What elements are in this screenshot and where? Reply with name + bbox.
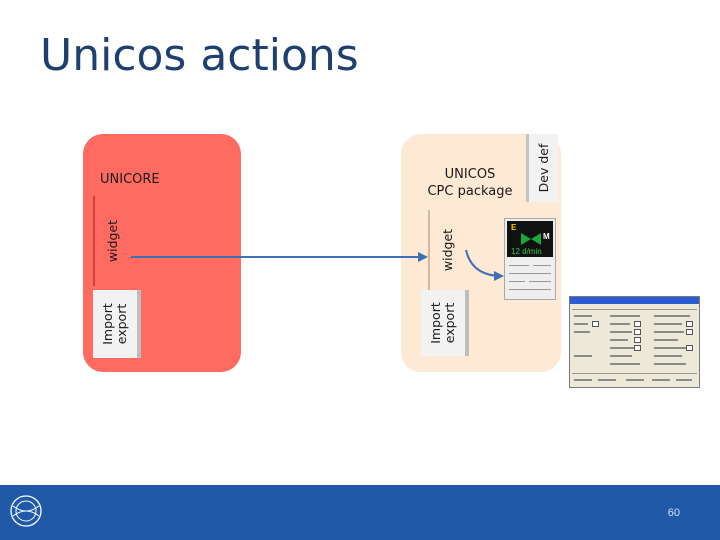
widget-letter-e: E bbox=[511, 223, 517, 232]
widget-screenshot: E M 12 d/min bbox=[504, 218, 556, 300]
widget-display: E M 12 d/min bbox=[507, 221, 553, 257]
cpc-import-export-tab: Import export bbox=[421, 290, 469, 356]
cpc-widget-tab: widget bbox=[428, 210, 466, 290]
dev-def-tab: Dev def bbox=[526, 134, 558, 202]
unicore-import-export-tab: Import export bbox=[93, 290, 141, 358]
faceplate-screenshot bbox=[569, 296, 700, 388]
slide-title: Unicos actions bbox=[40, 30, 359, 81]
footer-bar bbox=[0, 485, 720, 540]
valve-icon bbox=[521, 233, 541, 245]
unicore-label: UNICORE bbox=[100, 172, 160, 187]
cpc-label-line2: CPC package bbox=[427, 184, 513, 199]
faceplate-titlebar bbox=[570, 297, 699, 304]
widget-letter-m: M bbox=[543, 232, 550, 241]
cern-logo-icon bbox=[10, 495, 42, 527]
cpc-package-label: UNICOS CPC package bbox=[420, 166, 520, 200]
cpc-label-line1: UNICOS bbox=[444, 167, 496, 182]
unicore-widget-tab: widget bbox=[93, 196, 131, 286]
widget-details bbox=[507, 261, 553, 295]
cpc-to-widget-arrow bbox=[465, 249, 504, 281]
widget-readout: 12 d/min bbox=[511, 247, 542, 256]
page-number: 60 bbox=[667, 507, 680, 519]
